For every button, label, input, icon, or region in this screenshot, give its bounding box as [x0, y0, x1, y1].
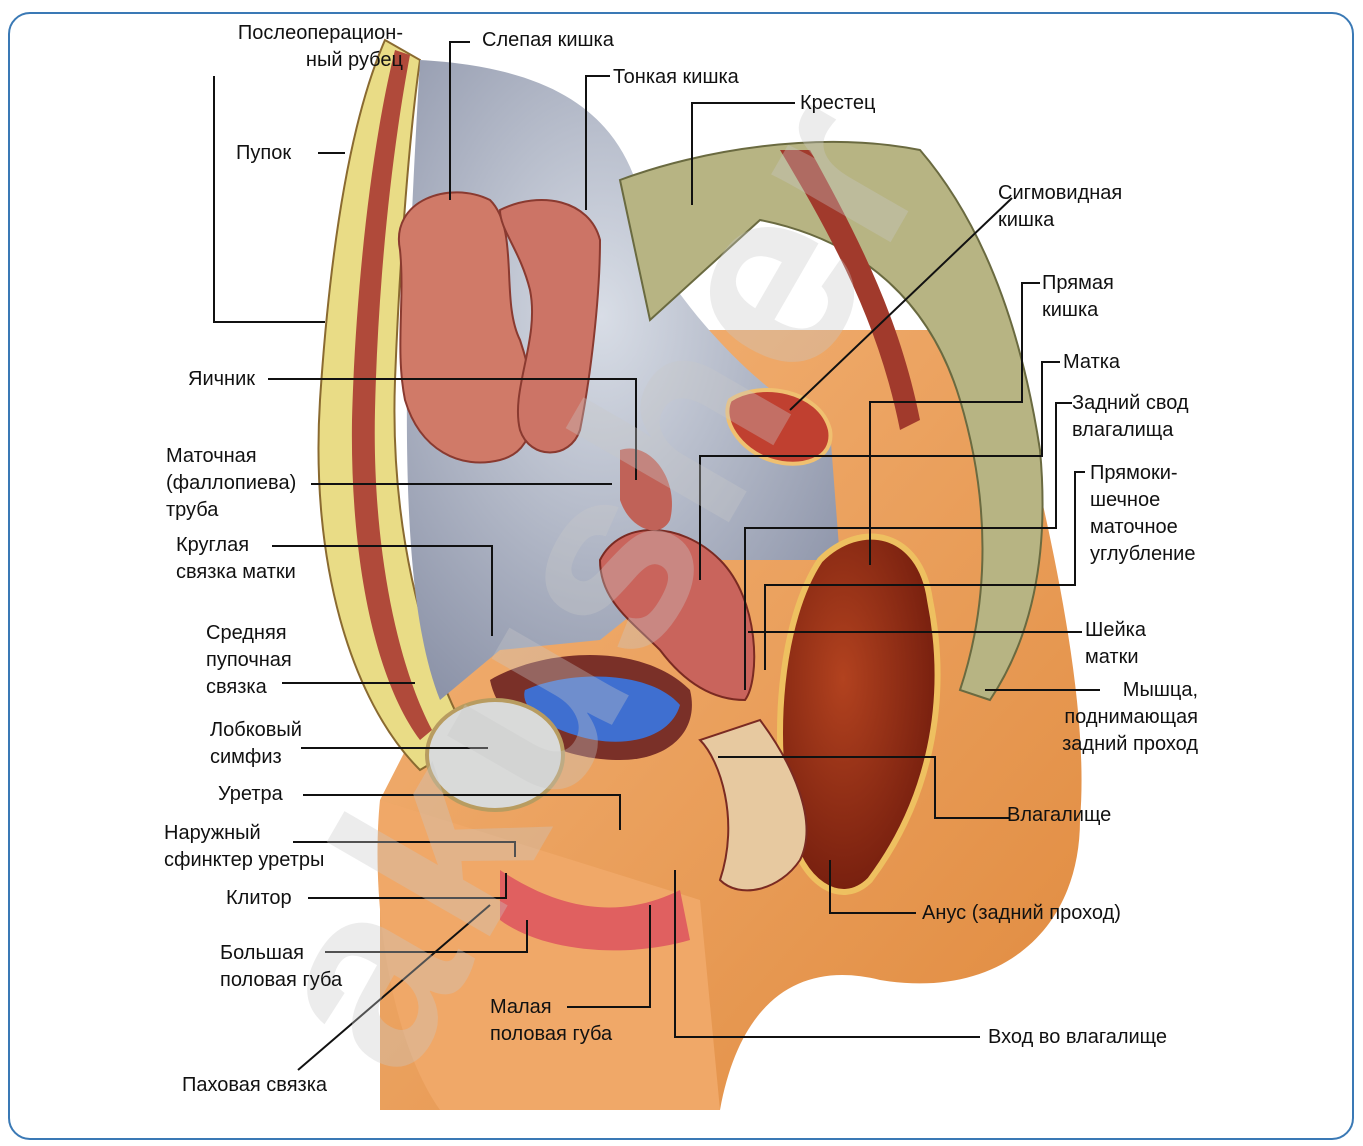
label-navel: Пупок: [236, 140, 291, 167]
label-sacrum: Крестец: [800, 90, 875, 117]
label-urethra: Уретра: [218, 781, 283, 808]
label-uterus: Матка: [1063, 349, 1120, 376]
label-small-intestine: Тонкая кишка: [613, 64, 739, 91]
label-inguinal-ligament: Паховая связка: [182, 1072, 327, 1099]
label-postop-scar: Послеоперацион-ный рубец: [198, 20, 403, 74]
label-anus: Анус (задний проход): [922, 900, 1121, 927]
label-clitoris: Клитор: [226, 885, 292, 912]
label-cecum: Слепая кишка: [482, 27, 614, 54]
label-vagina: Влагалище: [1007, 802, 1111, 829]
label-vaginal-entrance: Вход во влагалище: [988, 1024, 1167, 1051]
label-ovary: Яичник: [188, 366, 255, 393]
label-fallopian-tube: Маточная(фаллопиева)труба: [166, 443, 296, 524]
